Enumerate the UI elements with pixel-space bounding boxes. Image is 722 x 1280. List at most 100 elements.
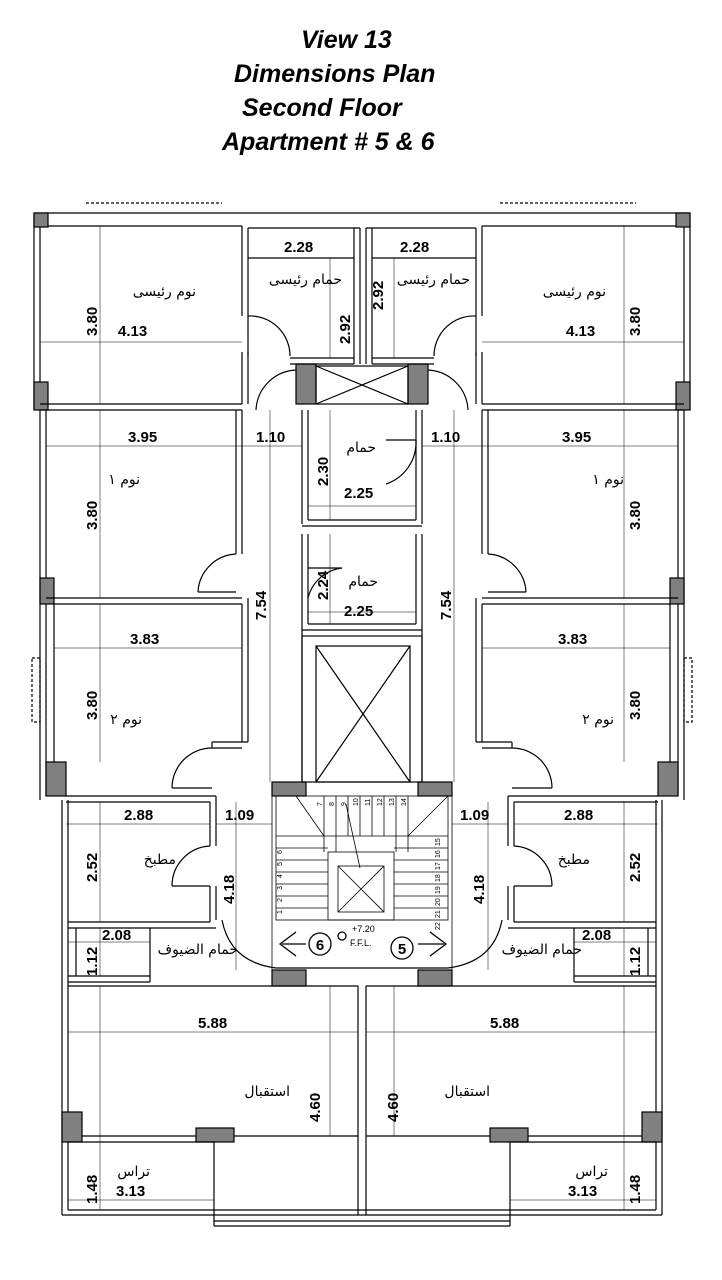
step-number: 18 bbox=[435, 874, 442, 882]
step-number: 7 bbox=[317, 802, 324, 806]
left-master-bedroom-label: نوم رئيسى bbox=[133, 284, 196, 300]
step-number: 10 bbox=[353, 798, 360, 806]
right-bedroom2-height: 3.80 bbox=[627, 691, 644, 720]
left-kitchen-label: مطبخ bbox=[144, 852, 176, 868]
core-walls bbox=[301, 410, 423, 783]
step-number: 2 bbox=[277, 898, 284, 902]
core-bath-upper-width: 2.25 bbox=[344, 485, 373, 502]
right-terrace-height: 1.48 bbox=[627, 1175, 644, 1204]
step-number: 20 bbox=[435, 898, 442, 906]
left-master-bedroom-walls bbox=[40, 226, 291, 411]
left-reception-label: استقبال bbox=[244, 1084, 290, 1100]
flat-right-number: 5 bbox=[398, 941, 406, 958]
right-corridor-lower-width: 1.09 bbox=[460, 807, 489, 824]
step-number: 11 bbox=[365, 799, 372, 806]
dimension-lines bbox=[40, 226, 684, 1210]
structural-columns bbox=[33, 212, 691, 1143]
step-number: 22 bbox=[435, 922, 442, 930]
left-terrace-height: 1.48 bbox=[84, 1175, 101, 1204]
left-guest-bath-width: 2.08 bbox=[102, 927, 131, 944]
title-plan: Dimensions Plan bbox=[234, 60, 436, 88]
right-corridor-lower-length: 4.18 bbox=[471, 875, 488, 904]
left-bedroom1-width: 3.95 bbox=[128, 429, 157, 446]
left-master-bath-width: 2.28 bbox=[284, 239, 313, 256]
staircase bbox=[271, 795, 453, 970]
right-master-bath-width: 2.28 bbox=[400, 239, 429, 256]
right-reception-height: 4.60 bbox=[385, 1093, 402, 1122]
left-guest-bath-label: حمام الضيوف bbox=[158, 942, 238, 958]
left-kitchen-walls bbox=[66, 795, 217, 929]
title-apartment: Apartment # 5 & 6 bbox=[222, 128, 435, 156]
core-bath-upper-label: حمام bbox=[346, 440, 376, 456]
left-corridor-door-arc bbox=[255, 369, 297, 411]
flat-arrows bbox=[278, 931, 448, 960]
outer-walls bbox=[33, 202, 691, 1227]
terrace-rails bbox=[68, 1141, 656, 1215]
core-bath-lower-label: حمام bbox=[348, 574, 378, 590]
right-master-bedroom-width: 4.13 bbox=[566, 323, 595, 340]
left-master-bath-height: 2.92 bbox=[337, 315, 354, 344]
party-wall bbox=[68, 985, 656, 1215]
left-terrace-width: 3.13 bbox=[116, 1183, 145, 1200]
right-master-bedroom-label: نوم رئيسى bbox=[543, 284, 606, 300]
flat-left-number: 6 bbox=[316, 937, 324, 954]
left-bedroom2-height: 3.80 bbox=[84, 691, 101, 720]
right-corridor-door-arc bbox=[427, 369, 469, 411]
right-kitchen-height: 2.52 bbox=[627, 853, 644, 882]
right-kitchen-label: مطبخ bbox=[558, 852, 590, 868]
right-corridor-length: 7.54 bbox=[438, 590, 455, 620]
right-reception-width: 5.88 bbox=[490, 1015, 519, 1032]
step-number: 1 bbox=[277, 910, 284, 914]
core-bath-lower-width: 2.25 bbox=[344, 603, 373, 620]
right-guest-bath-label: حمام الضيوف bbox=[502, 942, 582, 958]
right-reception-label: استقبال bbox=[444, 1084, 490, 1100]
left-bedroom1-walls bbox=[46, 410, 243, 605]
right-master-bedroom-height: 3.80 bbox=[627, 307, 644, 336]
right-bedroom2-width: 3.83 bbox=[558, 631, 587, 648]
right-kitchen-walls bbox=[507, 795, 658, 929]
step-number: 3 bbox=[277, 886, 284, 890]
step-number: 4 bbox=[277, 874, 284, 878]
right-master-bath-height: 2.92 bbox=[370, 281, 387, 310]
left-bedroom2-walls bbox=[31, 598, 249, 789]
right-terrace-width: 3.13 bbox=[568, 1183, 597, 1200]
right-bedroom2-walls bbox=[475, 598, 693, 789]
right-guest-bath-width: 2.08 bbox=[582, 927, 611, 944]
core-bath-lower-height: 2.24 bbox=[315, 570, 332, 600]
right-master-bedroom-walls bbox=[433, 226, 684, 411]
left-bedroom1-label: نوم ١ bbox=[108, 472, 140, 488]
left-corridor-upper-width: 1.10 bbox=[256, 429, 285, 446]
left-terrace-label: تراس bbox=[117, 1164, 150, 1180]
left-reception-height: 4.60 bbox=[307, 1093, 324, 1122]
title-block: View 13 Dimensions Plan Second Floor Apa… bbox=[0, 0, 722, 175]
service-shaft bbox=[315, 365, 409, 405]
title-floor: Second Floor bbox=[242, 94, 402, 122]
left-guest-bath-walls bbox=[68, 928, 151, 983]
step-number: 13 bbox=[389, 798, 396, 806]
right-bedroom1-walls bbox=[481, 410, 678, 605]
left-bedroom1-height: 3.80 bbox=[84, 501, 101, 530]
step-number: 12 bbox=[377, 798, 384, 806]
right-guest-bath-height: 1.12 bbox=[627, 947, 644, 976]
left-master-bath-label: حمام رئيسى bbox=[269, 272, 342, 288]
left-reception-width: 5.88 bbox=[198, 1015, 227, 1032]
right-bedroom1-label: نوم ١ bbox=[592, 472, 624, 488]
step-number: 9 bbox=[341, 802, 348, 806]
left-bedroom2-label: نوم ٢ bbox=[110, 712, 142, 728]
left-kitchen-width: 2.88 bbox=[124, 807, 153, 824]
landing-outline bbox=[221, 919, 503, 969]
level-ref: F.F.L. bbox=[350, 938, 372, 948]
step-number: 17 bbox=[435, 862, 442, 870]
right-master-bath-label: حمام رئيسى bbox=[397, 272, 470, 288]
step-number: 19 bbox=[435, 886, 442, 894]
left-corridor-lower-width: 1.09 bbox=[225, 807, 254, 824]
right-terrace-label: تراس bbox=[575, 1164, 608, 1180]
right-guest-bath-walls bbox=[573, 928, 656, 983]
right-master-bath-walls bbox=[365, 228, 476, 365]
right-corridor-upper-width: 1.10 bbox=[431, 429, 460, 446]
left-corridor-lower-length: 4.18 bbox=[221, 875, 238, 904]
step-number: 14 bbox=[401, 798, 408, 806]
step-number: 16 bbox=[435, 850, 442, 858]
left-corridor-length: 7.54 bbox=[253, 590, 270, 620]
